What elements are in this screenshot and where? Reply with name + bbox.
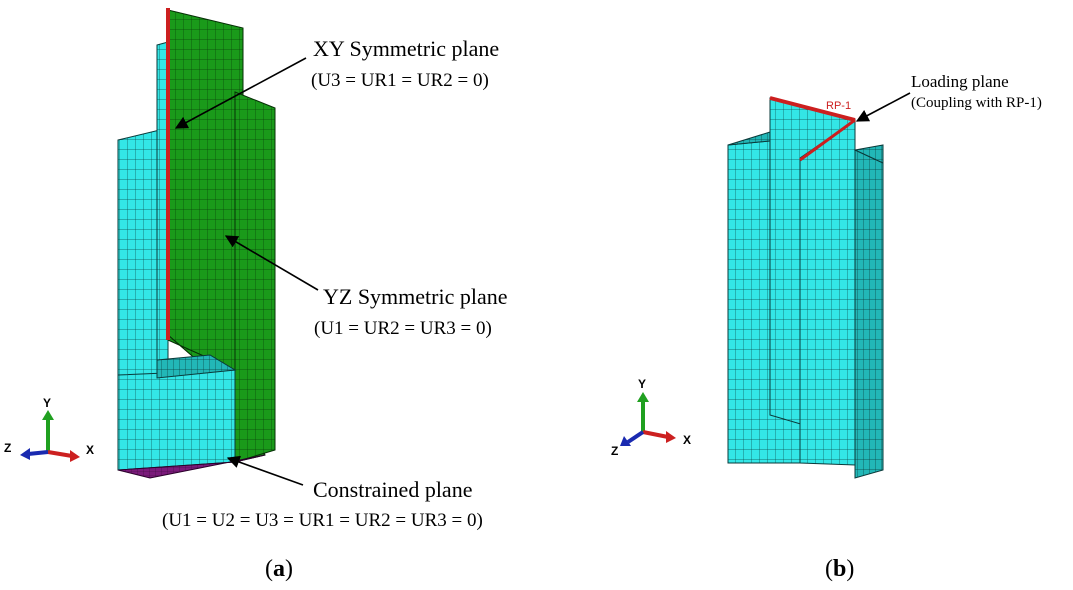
label-yz-plane: YZ Symmetric plane <box>323 284 508 309</box>
triad-b-x-axis <box>642 430 669 439</box>
label-constrained-bc: (U1 = U2 = U3 = UR1 = UR2 = UR3 = 0) <box>162 510 483 531</box>
triad-b-y-label: Y <box>638 377 647 391</box>
model-b-right-face <box>854 149 884 479</box>
triad-a-x-axis <box>47 450 73 458</box>
model-a-notch-face <box>156 354 237 379</box>
model-b-loading-diag-edge <box>799 118 856 162</box>
label-rp1: RP-1 <box>826 100 852 112</box>
model-a-mesh <box>117 8 276 479</box>
triad-b-x-label: X <box>683 433 692 447</box>
triad-b-z-axis <box>626 430 645 444</box>
model-b-right-top <box>853 144 884 164</box>
model-a-green-right-column <box>234 91 276 463</box>
model-a-leaders <box>174 57 319 486</box>
leader-xy-plane <box>174 57 307 129</box>
model-a-constrained-base <box>117 454 266 479</box>
label-loading-bc: (Coupling with RP-1) <box>911 95 1042 111</box>
model-b-loading-top-edge <box>769 96 856 122</box>
triad-a-y-label: Y <box>43 396 52 410</box>
triad-a-z-head <box>20 448 30 460</box>
leader-loading-plane <box>855 92 911 122</box>
model-b-mesh <box>727 96 884 479</box>
triad-a-y-head <box>42 410 54 420</box>
caption-a-close: ) <box>285 556 293 582</box>
label-yz-bc: (U1 = UR2 = UR3 = 0) <box>314 318 492 339</box>
triad-b-x-head <box>666 431 676 443</box>
model-b-front-plate <box>799 119 856 466</box>
label-constrained-plane: Constrained plane <box>313 477 473 502</box>
caption-a-letter: a <box>273 556 285 582</box>
label-xy-bc: (U3 = UR1 = UR2 = 0) <box>311 70 489 91</box>
caption-b-close: ) <box>846 556 855 582</box>
model-a-green-plate-upper <box>167 9 244 402</box>
triad-b <box>620 392 676 446</box>
leader-constrained-plane <box>226 455 304 486</box>
caption-a-open: ( <box>265 556 273 582</box>
caption-b: (b) <box>825 556 854 583</box>
triad-b-y-head <box>637 392 649 402</box>
model-a-front-cyan-block <box>117 369 236 471</box>
label-loading-plane: Loading plane <box>911 72 1009 91</box>
caption-b-open: ( <box>825 556 833 582</box>
caption-b-letter: b <box>833 556 847 582</box>
triad-a-z-label: Z <box>4 441 12 455</box>
triad-a-z-axis <box>27 450 49 456</box>
caption-a: (a) <box>265 556 293 583</box>
triad-b-z-head <box>620 436 631 446</box>
triad-a-x-head <box>70 450 80 462</box>
triad-b-z-label: Z <box>611 444 619 458</box>
triad-a <box>20 410 80 462</box>
triad-a-x-label: X <box>86 443 95 457</box>
leader-yz-plane <box>224 235 319 291</box>
label-xy-plane: XY Symmetric plane <box>313 36 500 61</box>
